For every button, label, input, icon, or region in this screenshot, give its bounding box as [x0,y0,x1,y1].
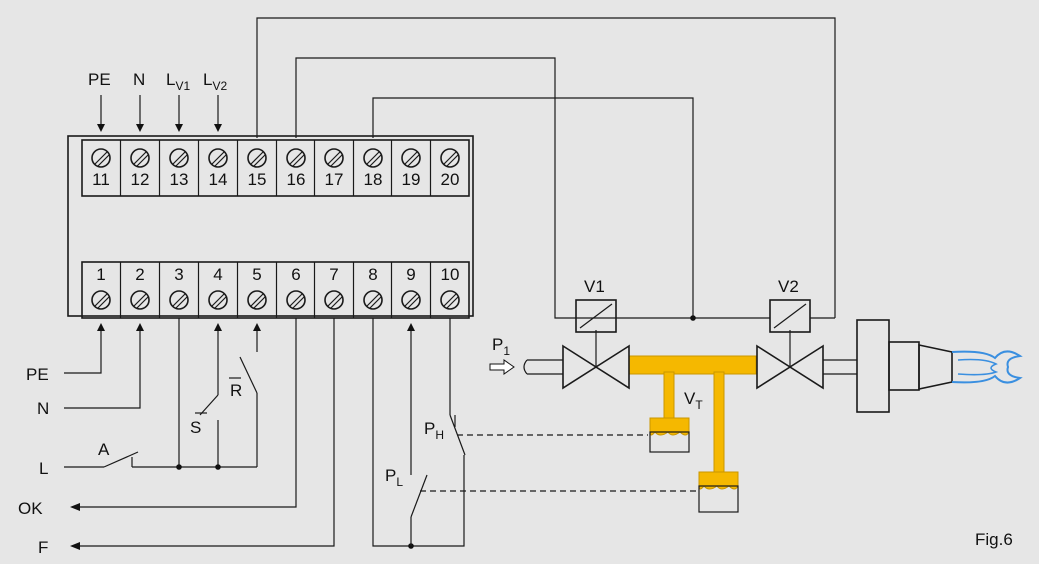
switch-s-label: S [190,418,201,437]
top-inputs: PE N LV1 LV2 [88,70,227,132]
bottom-screw-icon [130,290,150,310]
line-f-label: F [38,538,48,557]
top-screw-icon [91,148,111,168]
gas-flow-arrow [489,359,515,375]
controller-housing [67,135,474,317]
pressure-p1-label: P1 [492,335,510,358]
top-terminal-label: 13 [170,170,189,189]
top-screw-icon [247,148,267,168]
top-screw-icon [169,148,189,168]
switch-a-label: A [98,440,110,459]
input-n-label: N [133,70,145,89]
bottom-terminal-label: 1 [96,265,105,284]
top-terminal-label: 11 [92,170,110,189]
bottom-screw-icon [401,290,421,310]
switch-s-r: S R [176,318,261,470]
top-terminal-label: 18 [364,170,383,189]
bottom-terminal-label: 8 [368,265,377,284]
line-n-label: N [37,399,49,418]
top-terminal-label: 15 [248,170,267,189]
pressure-switches: PH PL [372,318,698,549]
top-terminal-label: 17 [325,170,344,189]
input-lv2-label: LV2 [203,70,227,93]
top-screw-icon [401,148,421,168]
bottom-screw-icon [440,290,460,310]
bottom-screw-icon [286,290,306,310]
bottom-terminal-label: 5 [252,265,261,284]
valve-v1-label: V1 [584,277,605,296]
input-pe-label: PE [88,70,111,89]
bottom-screw-icon [247,290,267,310]
bottom-screw-icon [324,290,344,310]
bottom-terminal-label: 6 [291,265,300,284]
line-l-label: L [39,459,48,478]
gas-line: P1 VT V1 V2 [489,277,1023,513]
top-terminal-label: 12 [131,170,150,189]
bottom-screw-icon [169,290,189,310]
top-screw-icon [130,148,150,168]
flame-icon [951,350,1023,384]
valve-v2-label: V2 [778,277,799,296]
line-ok-label: OK [18,499,43,518]
bottom-terminal-label: 10 [441,265,460,284]
left-lines: PE N L A OK F [18,318,335,557]
switch-ph-label: PH [424,419,444,442]
switch-pl-label: PL [385,466,403,489]
switch-r-label: R [230,381,242,400]
top-screw-icon [208,148,228,168]
burner [856,319,1023,413]
bottom-terminal-label: 3 [174,265,183,284]
top-screw-icon [324,148,344,168]
bottom-terminal-label: 7 [329,265,338,284]
valve-v1: V1 [562,277,630,390]
bottom-screw-icon [208,290,228,310]
top-terminal-strip: 11 12 13 14 15 16 17 18 19 20 [81,139,470,197]
line-pe-label: PE [26,365,49,384]
bottom-screw-icon [363,290,383,310]
test-volume-vt-label: VT [684,389,703,412]
bottom-terminal-label: 4 [213,265,222,284]
top-screw-icon [363,148,383,168]
top-terminal-label: 20 [441,170,460,189]
top-terminal-label: 16 [287,170,306,189]
top-terminal-label: 14 [209,170,228,189]
input-lv1-label: LV1 [166,70,190,93]
valve-wires [256,17,836,321]
top-terminal-label: 19 [402,170,421,189]
top-screw-icon [286,148,306,168]
top-screw-icon [440,148,460,168]
bottom-screw-icon [91,290,111,310]
valve-v2: V2 [756,277,824,390]
bottom-terminal-strip: 1 2 3 4 5 6 7 8 9 10 [81,261,470,319]
figure-label: Fig.6 [975,530,1013,549]
bottom-terminal-label: 2 [135,265,144,284]
bottom-terminal-label: 9 [406,265,415,284]
